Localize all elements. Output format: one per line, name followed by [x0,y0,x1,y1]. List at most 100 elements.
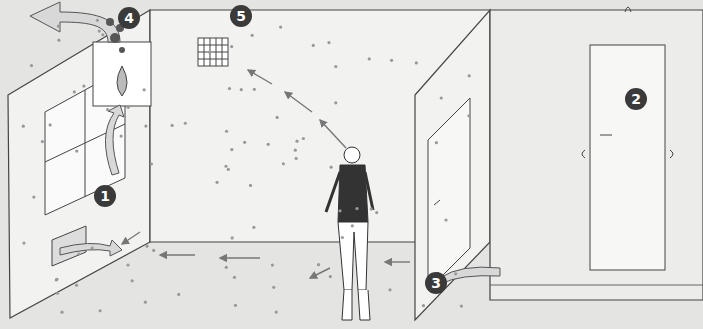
air-particle [312,44,315,47]
corridor-wall [490,10,703,300]
air-particle [267,143,270,146]
air-particle [251,34,254,37]
callout-number: 1 [94,185,116,207]
air-particle [249,184,252,187]
air-particle [282,162,285,165]
callout-number: 4 [118,7,140,29]
callout-circle [230,5,252,27]
air-particles [22,19,471,314]
gas-heater [93,42,151,106]
air-particle [227,168,230,171]
air-particle [177,293,180,296]
air-particle [415,61,418,64]
air-particle [295,157,298,160]
air-particle [253,88,256,91]
outer-door [582,7,673,270]
air-particle [57,39,60,42]
air-particle [215,181,218,184]
air-particle [240,88,243,91]
callout-circle [118,7,140,29]
air-particle [388,288,391,291]
air-particle [55,278,58,281]
air-particle [152,249,155,252]
inlet-arrow [60,240,122,256]
air-particle [224,165,227,168]
air-particle [22,125,25,128]
air-particle [30,64,33,67]
air-particle [96,19,99,22]
wall-grille [198,38,228,66]
air-particle [98,309,101,312]
air-particle [390,59,393,62]
air-particle [468,74,471,77]
air-particle [75,149,78,152]
air-particle [327,41,330,44]
air-particle [225,130,228,133]
air-particle [295,140,298,143]
air-particle [444,218,447,221]
air-particle [230,148,233,151]
air-particle [91,246,94,249]
air-particle [225,266,228,269]
air-particle [98,29,101,32]
air-particle [22,242,25,245]
air-particle [243,141,246,144]
room-walls [8,10,703,320]
air-particle [272,286,275,289]
air-particle [57,25,60,28]
air-particle [171,124,174,127]
air-particle [77,252,80,255]
combustion-arrow [105,105,124,175]
air-particle [279,26,282,29]
callout-number: 3 [425,272,447,294]
air-particle [41,140,44,143]
air-particle [150,162,153,165]
air-particle [56,292,59,295]
inner-door [428,98,470,290]
air-particle [460,305,463,308]
air-particle [131,279,134,282]
air-particle [370,207,373,210]
air-particle [75,284,78,287]
air-particle [334,101,337,104]
air-particle [329,275,332,278]
air-particle [317,263,320,266]
air-particle [55,278,58,281]
floor-line [490,285,703,286]
callout-circle [625,88,647,110]
air-particle [145,245,148,248]
air-particle [368,57,371,60]
air-particle [302,137,305,140]
air-particle [440,96,443,99]
air-particle [355,207,358,210]
air-particle [234,304,237,307]
air-particle [127,106,130,109]
air-particle [275,310,278,313]
air-particle [330,166,333,169]
air-particle [73,90,76,93]
air-particle [144,124,147,127]
air-particle [252,226,255,229]
air-particle [334,65,337,68]
callout-markers [94,5,647,294]
air-particle [126,263,129,266]
air-particle [143,88,146,91]
air-particle [231,236,234,239]
air-particle [351,224,354,227]
callout-circle [94,185,116,207]
air-particle [435,141,438,144]
air-particle [338,209,341,212]
air-particle [422,304,425,307]
air-particle [49,123,52,126]
air-particle [228,87,231,90]
air-particle [82,84,85,87]
air-particle [271,263,274,266]
air-particle [208,51,211,54]
air-particle [144,301,147,304]
air-particle [101,33,104,36]
air-particle [120,134,123,137]
exhaust-arrow [30,2,120,42]
air-particle [106,108,109,111]
air-particle [230,45,233,48]
